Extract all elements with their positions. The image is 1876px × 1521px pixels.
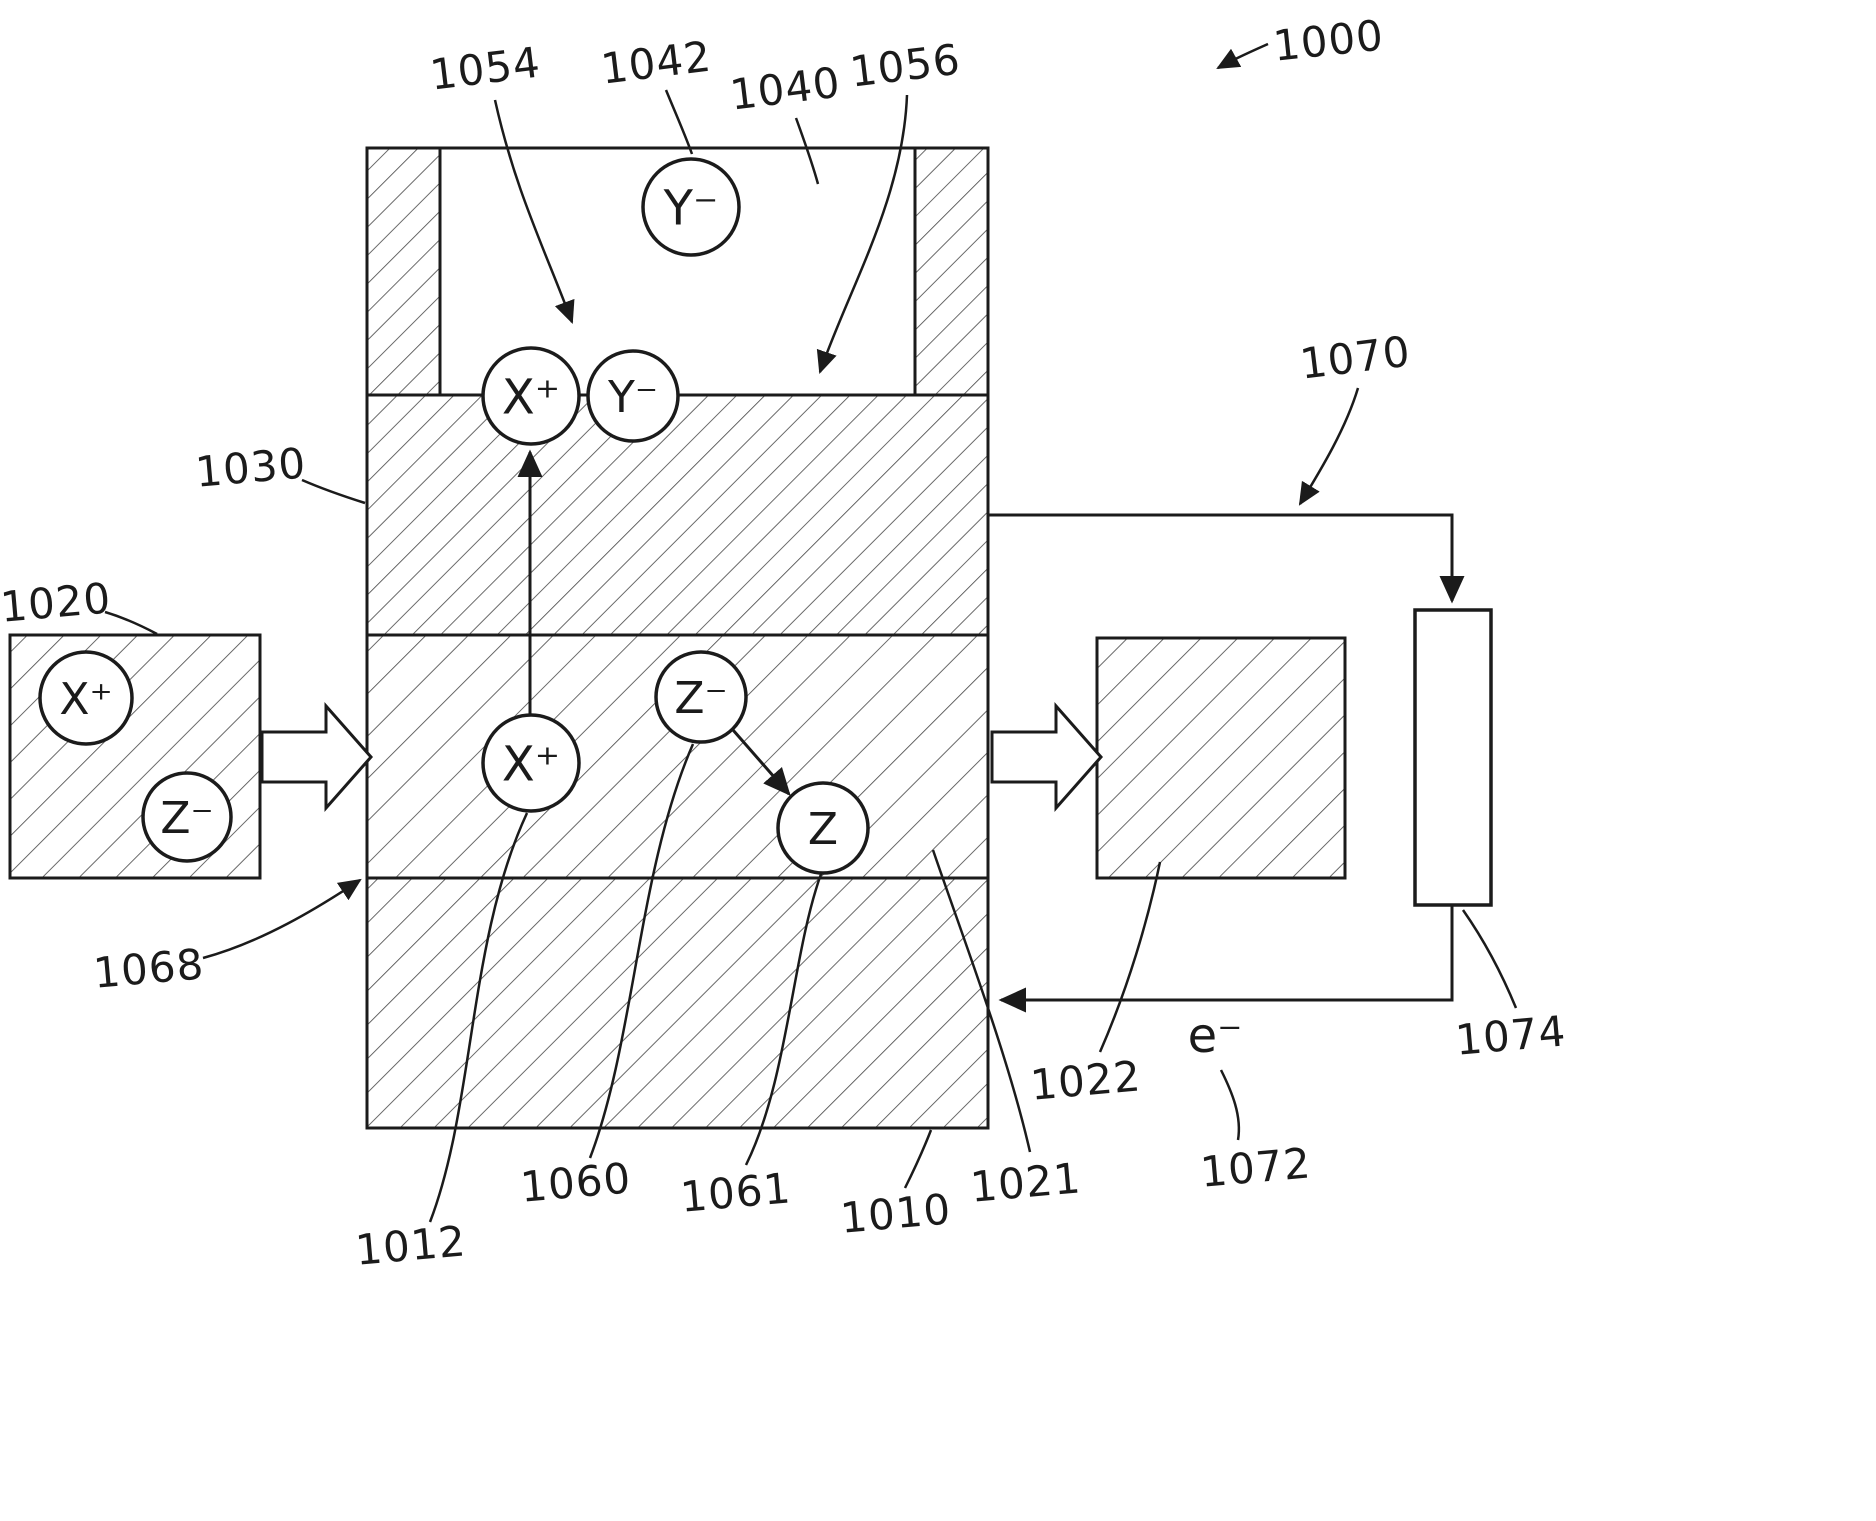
z-neutral-label: Z: [808, 804, 838, 855]
layer-1010-region: [365, 876, 990, 1130]
ref-label-1054: 1054: [427, 38, 543, 100]
x-plus-source-circle: [38, 650, 134, 746]
ref-label-1030: 1030: [193, 438, 308, 496]
leader-1042: [664, 89, 694, 155]
load-resistor-1074: [1413, 608, 1493, 907]
z-minus-source-circle: [141, 771, 233, 863]
x-plus-bulk-label: X⁺: [502, 736, 560, 792]
z-minus-bulk-circle: [654, 650, 748, 744]
particle-circles: [38, 157, 870, 875]
ref-label-1021: 1021: [968, 1153, 1083, 1211]
leader-1022: [1098, 861, 1162, 1053]
circuit-wire-top: [988, 513, 1465, 604]
external-circuit: [988, 513, 1493, 1013]
x-plus-surface-circle: [481, 346, 581, 446]
ref-label-1061: 1061: [678, 1163, 793, 1221]
ref-label-1022: 1022: [1028, 1051, 1143, 1109]
x-plus-source-label: X⁺: [59, 674, 112, 725]
leader-1012: [428, 812, 529, 1223]
leader-lines: [104, 42, 1518, 1223]
z-minus-bulk-label: Z⁻: [674, 673, 727, 724]
ref-label-1020: 1020: [0, 573, 113, 631]
leader-1068: [202, 878, 362, 960]
x-plus-surface-label: X⁺: [502, 369, 560, 425]
device-stack: [365, 146, 990, 1130]
z-minus-to-z-arrow: [724, 721, 791, 796]
y-minus-gas-circle: [641, 157, 741, 257]
cap-layer-right-block: [913, 146, 990, 397]
leader-1060: [588, 743, 695, 1159]
ref-label-1042: 1042: [598, 32, 714, 94]
leader-1021: [931, 849, 1032, 1153]
leader-1072: [1219, 1069, 1241, 1141]
ref-label-1072: 1072: [1198, 1138, 1313, 1196]
leader-1074: [1461, 909, 1518, 1009]
leader-1020: [104, 610, 158, 636]
leader-1070: [1298, 387, 1360, 506]
y-minus-surface-label: Y⁻: [607, 372, 658, 423]
ref-label-1012: 1012: [353, 1216, 468, 1274]
output-block-arrow: [990, 702, 1104, 812]
ref-label-1074: 1074: [1453, 1006, 1568, 1064]
cap-layer-left-block: [365, 146, 442, 397]
z-minus-source-label: Z⁻: [160, 793, 213, 844]
reference-labels: 1000 1054 1042 1040 1056 1070 1030 1020 …: [0, 10, 1568, 1274]
particle-labels: Y⁻ X⁺ Y⁻ X⁺ Z⁻ Z X⁺ Z⁻ e⁻: [59, 180, 1242, 1064]
electron-label: e⁻: [1188, 1008, 1243, 1064]
ref-label-1010: 1010: [838, 1184, 953, 1242]
circuit-wire-return: [998, 905, 1454, 1013]
leader-1054: [493, 99, 575, 324]
y-minus-surface-circle: [586, 349, 680, 443]
stack-outline: [365, 146, 990, 1130]
ref-label-1056: 1056: [847, 35, 963, 97]
layer-1030-region: [365, 393, 990, 637]
product-box-1022: [1095, 636, 1347, 880]
z-neutral-circle: [776, 781, 870, 875]
ref-label-1040: 1040: [727, 58, 843, 120]
leader-1000: [1216, 42, 1269, 70]
y-minus-gas-label: Y⁻: [663, 180, 719, 236]
leader-1010: [903, 1129, 933, 1189]
input-block-arrow: [260, 702, 374, 812]
ref-label-1060: 1060: [518, 1153, 633, 1211]
leader-1040: [794, 117, 820, 185]
x-plus-bulk-circle: [481, 713, 581, 813]
ref-label-1070: 1070: [1297, 327, 1413, 389]
leader-1061: [744, 873, 823, 1166]
ref-label-1000: 1000: [1271, 10, 1386, 70]
leader-1030: [301, 478, 366, 505]
leader-1056: [816, 94, 909, 374]
ref-label-1068: 1068: [91, 939, 206, 997]
